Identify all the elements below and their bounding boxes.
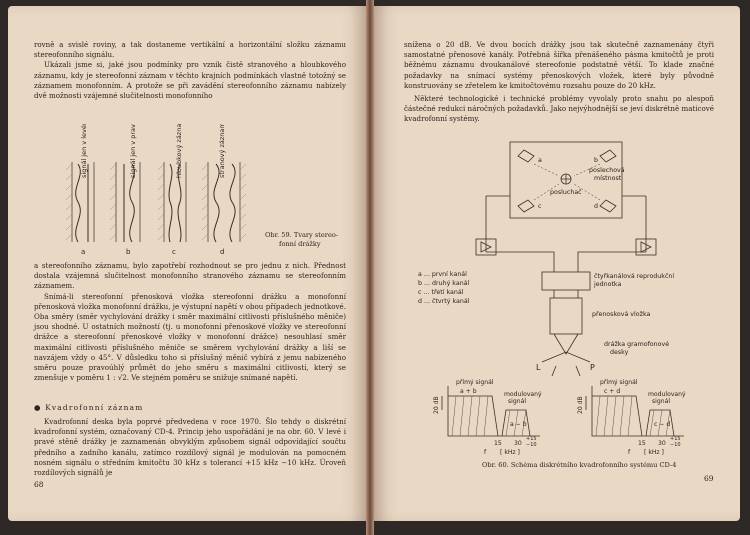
legend-b: b ... druhý kanál	[418, 279, 470, 287]
room-label-2: místnost	[594, 174, 622, 182]
direct-signal-left: přímý signál	[456, 378, 494, 386]
right-text-top: snížena o 20 dB. Ve dvou bocích drážky j…	[404, 40, 714, 125]
speaker-label-d: d	[594, 203, 598, 210]
fig59-letter-b: b	[126, 248, 131, 256]
fig59-letter-d: d	[220, 248, 224, 256]
tol-plus-right: +15	[670, 436, 681, 442]
tol-minus-left: −10	[526, 442, 537, 448]
fig59-label-c: hloubkový záznam	[175, 124, 183, 178]
db-left: 20 dB	[433, 396, 440, 414]
section-heading: ● Kvadrofonní záznam	[34, 403, 144, 412]
mod-left-2: signál	[508, 397, 526, 405]
cartridge-label: přenosková vložka	[592, 310, 650, 318]
left-paragraph-3: a stereofonního záznamu, bylo zapotřebí …	[34, 261, 346, 291]
tol-minus-right: −10	[670, 442, 681, 448]
left-page: rovně a svislé roviny, a tak dostaneme v…	[8, 6, 366, 521]
left-text-middle: a stereofonního záznamu, bylo zapotřebí …	[34, 261, 346, 383]
right-paragraph-2: Některé technologické i technické problé…	[404, 94, 714, 124]
left-paragraph-2: Ukázali jsme si, jaké jsou podmínky pro …	[34, 60, 346, 101]
channel-L: L	[536, 363, 541, 372]
fig59-letter-a: a	[81, 248, 85, 256]
left-paragraph-1: rovně a svislé roviny, a tak dostaneme v…	[34, 40, 346, 60]
cartridge	[549, 297, 583, 335]
decoder-label-1: čtyřkanálová reprodukční	[594, 272, 674, 280]
mod-left-3: a − b	[510, 421, 527, 428]
mod-right-2: signál	[652, 397, 670, 405]
speaker-c	[517, 199, 535, 213]
speaker-label-a: a	[538, 157, 542, 164]
left-paragraph-4: Snímá-li stereofonní přenosková vložka s…	[34, 291, 346, 383]
book-gutter	[366, 0, 374, 535]
groove-shapes-figure: signál jen v levém kanálu signál jen v p…	[65, 124, 247, 256]
sum-left: a + b	[460, 388, 477, 395]
f-axis-left: f	[484, 449, 487, 456]
decoder-unit	[541, 271, 591, 291]
fig59-letter-c: c	[172, 248, 176, 256]
left-text-top: rovně a svislé roviny, a tak dostaneme v…	[34, 40, 346, 101]
speaker-a	[517, 149, 535, 163]
left-paragraph-5: Kvadrofonní deska byla poprvé předvedena…	[34, 417, 346, 478]
fig59-label-b: signál jen v pravém kanálu	[129, 124, 137, 178]
khz-left: [ kHz ]	[500, 449, 520, 456]
speaker-d	[599, 199, 617, 213]
direct-signal-right: přímý signál	[600, 378, 638, 386]
channel-P: P	[590, 363, 595, 372]
caption-line-2: fonní drážky	[279, 239, 321, 248]
tol-plus-left: +15	[526, 436, 537, 442]
spectrum-right-axes	[591, 386, 684, 437]
right-page: snížena o 20 dB. Ve dvou bocích drážky j…	[374, 6, 740, 521]
section-title: Kvadrofonní záznam	[45, 403, 144, 412]
legend-c: c ... třetí kanál	[418, 288, 464, 296]
tick30-right: 30	[658, 440, 666, 447]
figure-60-caption: Obr. 60. Schéma diskrétního kvadrofonníh…	[482, 461, 677, 469]
left-text-bottom: Kvadrofonní deska byla poprvé předvedena…	[34, 417, 346, 478]
legend-d: d ... čtvrtý kanál	[418, 297, 470, 305]
speaker-b	[599, 149, 617, 163]
speaker-label-c: c	[538, 203, 542, 210]
speaker-label-b: b	[594, 157, 598, 164]
tick15-left: 15	[494, 440, 502, 447]
spectrum-left-axes	[447, 386, 540, 437]
cd4-system-diagram: poslechová místnost posluchač a b c d a …	[418, 141, 686, 456]
mod-left-1: modulovaný	[504, 390, 542, 398]
fig59-label-a: signál jen v levém kanálu	[80, 124, 88, 178]
legend-a: a ... první kanál	[418, 270, 467, 278]
khz-right: [ kHz ]	[644, 449, 664, 456]
mod-right-3: c − d	[654, 421, 670, 428]
right-paragraph-1: snížena o 20 dB. Ve dvou bocích drážky j…	[404, 40, 714, 90]
sum-right: c + d	[604, 388, 620, 395]
tick15-right: 15	[638, 440, 646, 447]
f-axis-right: f	[628, 449, 631, 456]
listener-label: posluchač	[550, 188, 582, 196]
decoder-label-2: jednotka	[593, 281, 621, 288]
caption-line-1: Obr. 59. Tvary stereo-	[265, 231, 339, 239]
listening-room	[509, 141, 623, 219]
groove-label-1: drážka gramofonové	[604, 340, 669, 348]
figure-59-caption: Obr. 59. Tvary stereo- fonní drážky	[265, 231, 350, 248]
groove-label-2: desky	[610, 349, 629, 356]
left-page-number: 68	[34, 480, 44, 489]
tick30-left: 30	[514, 440, 522, 447]
mod-right-1: modulovaný	[648, 390, 686, 398]
right-page-number: 69	[704, 474, 714, 483]
room-label-1: poslechová	[589, 166, 625, 174]
fig59-label-d: stranový záznam	[218, 124, 226, 178]
db-right: 20 dB	[577, 396, 584, 414]
